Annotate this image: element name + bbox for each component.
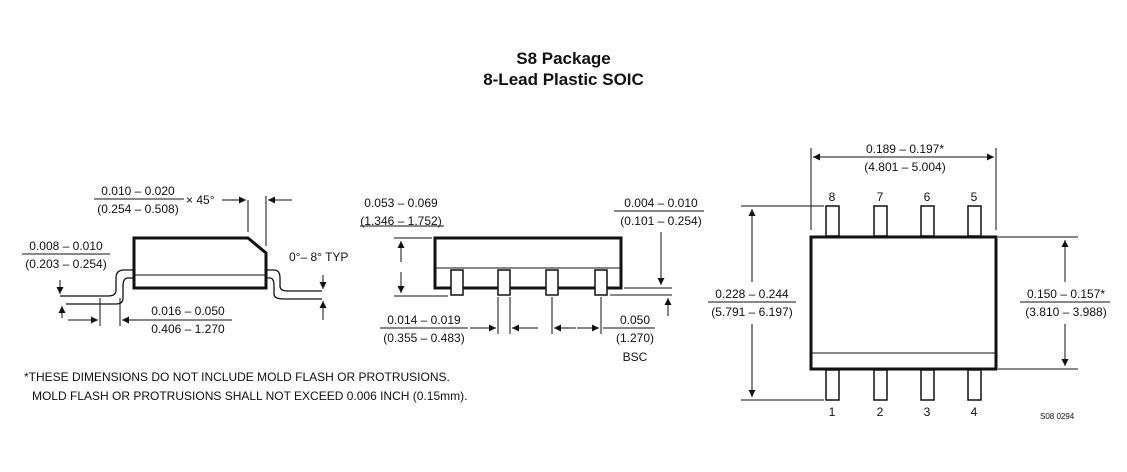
standoff-inch-label: 0.004 – 0.010 [624,196,698,210]
foot-length-inch-label: 0.016 – 0.050 [151,304,225,318]
package-height-mm-label: (1.346 – 1.752) [360,214,441,228]
pin-label-6: 6 [924,190,931,204]
top-view-pins-bottom [825,369,982,401]
body-width-inch-label: 0.150 – 0.157* [1027,287,1105,301]
lead-width-dimension: 0.014 – 0.019 (0.355 – 0.483) [380,297,538,345]
package-height-inch-label: 0.053 – 0.069 [364,196,438,210]
lead-width-mm-label: (0.355 – 0.483) [383,331,464,345]
pin-label-5: 5 [971,190,978,204]
package-height-dimension: 0.053 – 0.069 (1.346 – 1.752) [360,196,448,297]
overall-width-inch-label: 0.228 – 0.244 [715,287,789,301]
drawing-code-label: S08 0294 [1040,412,1075,421]
title-block: S8 Package 8-Lead Plastic SOIC [0,48,1127,90]
foot-length-dimension: 0.016 – 0.050 0.406 – 1.270 [68,298,232,336]
front-view: 0.053 – 0.069 (1.346 – 1.752) 0.004 – 0.… [360,196,704,364]
side-view-lead-right [266,269,322,300]
overall-width-mm-label: (5.791 – 6.197) [711,305,792,319]
front-view-body [433,236,623,290]
pin-label-8: 8 [829,190,836,204]
title-package: S8 Package [516,49,611,68]
pitch-dimension: 0.050 (1.270) BSC [551,297,655,364]
package-length-inch-label: 0.189 – 0.197* [866,142,944,156]
chamfer-angle-label: × 45° [186,193,215,207]
pin-number-labels: 8 7 6 5 1 2 3 4 [829,190,978,419]
chamfer-mm-label: (0.254 – 0.508) [97,202,178,216]
chamfer-dimension: 0.010 – 0.020 (0.254 – 0.508) × 45° [94,184,292,246]
top-view-body [809,235,998,371]
top-view: 8 7 6 5 1 2 3 4 0.189 – 0.197* (4.801 – … [708,142,1110,421]
pitch-note-label: BSC [623,350,648,364]
pin-label-3: 3 [924,405,931,419]
package-length-dimension: 0.189 – 0.197* (4.801 – 5.004) [810,142,997,230]
title-description: 8-Lead Plastic SOIC [483,70,644,89]
body-width-mm-label: (3.810 – 3.988) [1025,305,1106,319]
pin-label-2: 2 [877,405,884,419]
standoff-mm-label: (0.101 – 0.254) [620,214,701,228]
note-line-2: MOLD FLASH OR PROTRUSIONS SHALL NOT EXCE… [32,389,468,403]
pitch-mm-label: (1.270) [616,331,654,345]
standoff-dimension: 0.004 – 0.010 (0.101 – 0.254) [610,196,704,316]
pin-label-1: 1 [829,405,836,419]
top-view-pins-top [825,205,982,237]
foot-length-mm-label: 0.406 – 1.270 [151,322,225,336]
body-width-dimension: 0.150 – 0.157* (3.810 – 3.988) [998,236,1110,370]
side-view-lead-left [60,269,134,305]
lead-angle-dimension: 0°– 8° TYP [289,250,348,320]
note-line-1: *THESE DIMENSIONS DO NOT INCLUDE MOLD FL… [24,370,450,384]
lead-thickness-dimension: 0.008 – 0.010 (0.203 – 0.254) [22,239,110,318]
front-view-leads [450,269,608,296]
chamfer-inch-label: 0.010 – 0.020 [101,184,175,198]
lead-thickness-mm-label: (0.203 – 0.254) [25,257,106,271]
lead-angle-label: 0°– 8° TYP [289,250,348,264]
side-view-body [132,236,268,290]
pitch-inch-label: 0.050 [620,313,650,327]
lead-thickness-inch-label: 0.008 – 0.010 [29,239,103,253]
side-view: 0.010 – 0.020 (0.254 – 0.508) × 45° 0.00… [22,184,348,336]
pin-label-7: 7 [877,190,884,204]
lead-width-inch-label: 0.014 – 0.019 [387,313,461,327]
pin-label-4: 4 [971,405,978,419]
overall-width-dimension: 0.228 – 0.244 (5.791 – 6.197) [708,205,824,401]
package-length-mm-label: (4.801 – 5.004) [864,160,945,174]
